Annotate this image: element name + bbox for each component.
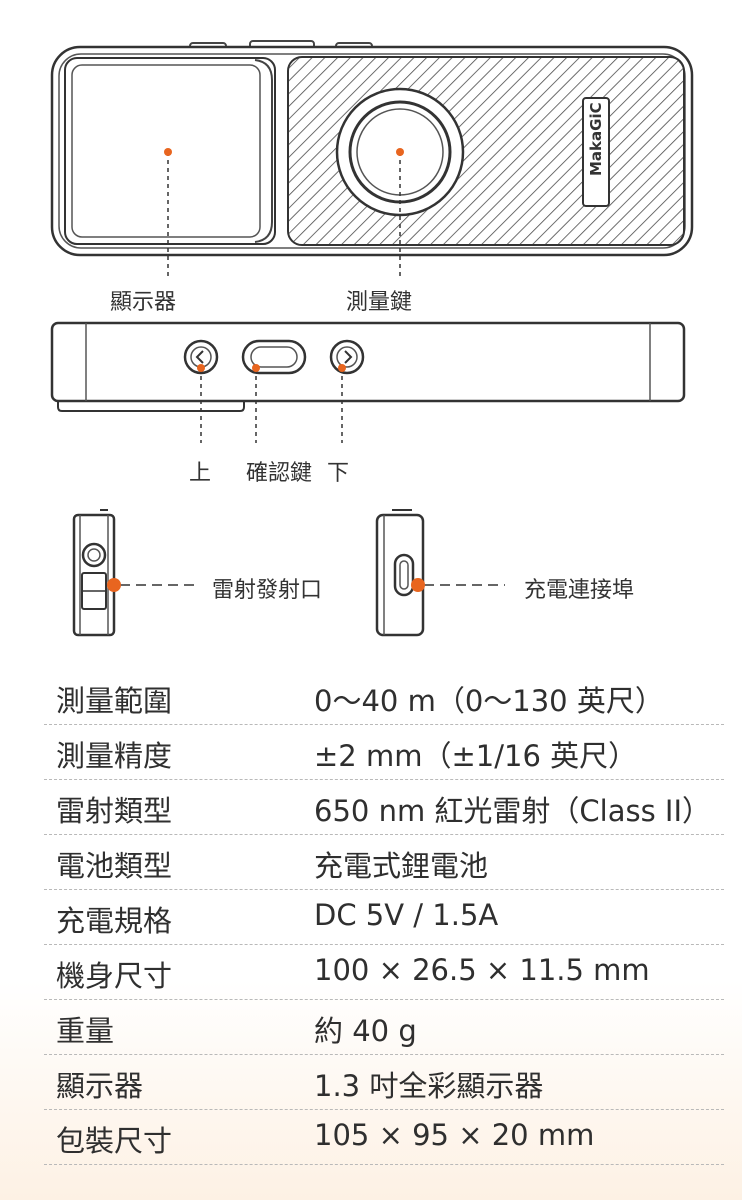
spec-key: 電池類型: [56, 849, 173, 883]
spec-row-accuracy: 測量精度 ±2 mm（±1/16 英尺）: [44, 725, 724, 780]
spec-value: 1.3 吋全彩顯示器: [314, 1069, 544, 1103]
charging-port-label: 充電連接埠: [524, 578, 635, 603]
spec-row-laser-type: 雷射類型 650 nm 紅光雷射（Class II）: [44, 780, 724, 835]
confirm-key-label: 確認鍵: [246, 461, 313, 486]
charging-port-marker-dot: [411, 578, 425, 592]
brand-logo: MakaGiC: [587, 102, 605, 176]
laser-port-label: 雷射發射口: [212, 578, 323, 603]
confirm-marker-dot: [252, 364, 260, 372]
down-label: 下: [327, 461, 350, 486]
spec-row-battery-type: 電池類型 充電式鋰電池: [44, 835, 724, 890]
laser-port-marker-dot: [107, 578, 121, 592]
spec-key: 雷射類型: [56, 794, 173, 828]
up-label: 上: [189, 461, 212, 486]
display-marker-dot: [164, 148, 172, 156]
spec-key: 機身尺寸: [56, 959, 173, 993]
spec-value: 0〜40 m（0〜130 英尺）: [314, 684, 664, 718]
device-side-view: [50, 321, 686, 443]
spec-value: 約 40 g: [314, 1014, 417, 1048]
display-label: 顯示器: [110, 290, 177, 315]
spec-row-package-size: 包裝尺寸 105 × 95 × 20 mm: [44, 1110, 724, 1165]
spec-value: ±2 mm（±1/16 英尺）: [314, 739, 638, 773]
spec-row-measure-range: 測量範圍 0〜40 m（0〜130 英尺）: [44, 670, 724, 725]
spec-key: 測量範圍: [56, 684, 173, 718]
spec-value: 105 × 95 × 20 mm: [314, 1118, 595, 1152]
spec-key: 重量: [56, 1014, 115, 1048]
up-marker-dot: [197, 364, 205, 372]
down-marker-dot: [338, 364, 346, 372]
measure-key-label: 測量鍵: [346, 290, 413, 315]
spec-row-display: 顯示器 1.3 吋全彩顯示器: [44, 1055, 724, 1110]
spec-key: 充電規格: [56, 904, 173, 938]
spec-value: 650 nm 紅光雷射（Class II）: [314, 794, 712, 828]
spec-row-charging: 充電規格 DC 5V / 1.5A: [44, 890, 724, 945]
spec-key: 顯示器: [56, 1069, 144, 1103]
spec-row-body-size: 機身尺寸 100 × 26.5 × 11.5 mm: [44, 945, 724, 1000]
spec-key: 包裝尺寸: [56, 1124, 173, 1158]
spec-value: 100 × 26.5 × 11.5 mm: [314, 953, 650, 987]
spec-value: 充電式鋰電池: [314, 849, 489, 883]
device-end-views: [72, 509, 505, 637]
measure-key-marker-dot: [396, 148, 404, 156]
spec-value: DC 5V / 1.5A: [314, 898, 499, 932]
device-top-view: [50, 40, 694, 278]
spec-table: 測量範圍 0〜40 m（0〜130 英尺） 測量精度 ±2 mm（±1/16 英…: [44, 670, 724, 1165]
spec-key: 測量精度: [56, 739, 173, 773]
spec-row-weight: 重量 約 40 g: [44, 1000, 724, 1055]
